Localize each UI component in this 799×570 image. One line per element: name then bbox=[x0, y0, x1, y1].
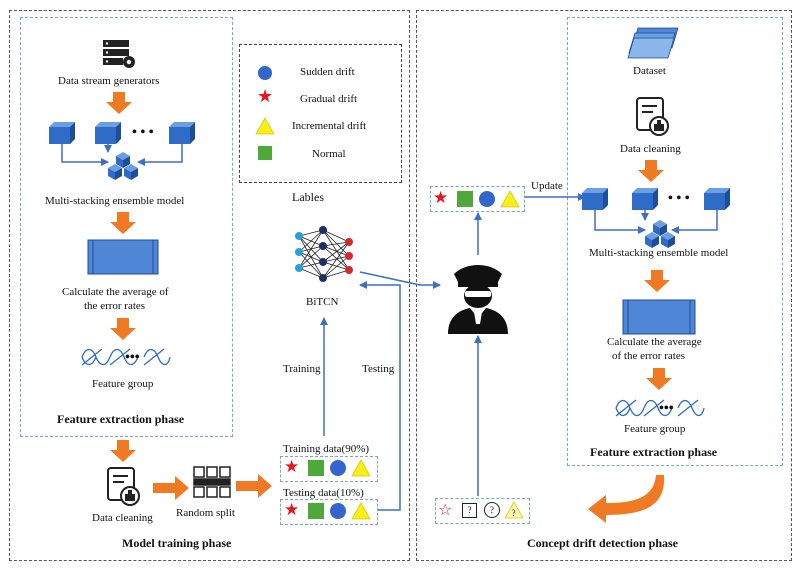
orange-arrow-1 bbox=[106, 92, 132, 114]
testing-circle-icon bbox=[330, 503, 346, 519]
model-training-phase-title: Model training phase bbox=[122, 536, 232, 550]
legend-star-icon: ★ bbox=[257, 86, 274, 107]
training-data-box bbox=[280, 456, 378, 482]
police-officer-icon bbox=[448, 265, 508, 334]
right-feature-group-label: Feature group bbox=[624, 423, 686, 435]
testing-label: Testing bbox=[362, 363, 395, 375]
random-split-label: Random split bbox=[176, 507, 235, 519]
output-circle-icon bbox=[479, 191, 495, 207]
bitcn-label: BiTCN bbox=[306, 296, 339, 308]
left-panel-frame bbox=[9, 10, 410, 561]
unknown-circle-icon: ? bbox=[484, 502, 500, 518]
legend-box bbox=[239, 44, 402, 183]
testing-data-label: Testing data(10%) bbox=[283, 487, 364, 499]
left-phase-title: Feature extraction phase bbox=[57, 412, 185, 426]
orange-arrow-4 bbox=[110, 440, 136, 462]
output-star-icon: ★ bbox=[433, 188, 449, 208]
right-error-rate-block bbox=[622, 299, 696, 335]
bitcn-to-police-arrow bbox=[359, 271, 441, 289]
dataset-label: Dataset bbox=[633, 65, 666, 77]
bitcn-network-icon bbox=[295, 226, 353, 282]
unknown-star-icon: ☆ bbox=[438, 500, 453, 519]
training-star-icon: ★ bbox=[284, 457, 300, 477]
testing-triangle-icon bbox=[351, 502, 371, 520]
dataset-stack-icon bbox=[627, 27, 679, 59]
unknown-square-icon: ? bbox=[462, 503, 477, 518]
right-panel-frame bbox=[416, 10, 792, 561]
svg-text:•••: ••• bbox=[125, 350, 140, 365]
right-cube-1-icon bbox=[582, 188, 608, 210]
left-cube-2-icon bbox=[95, 122, 121, 144]
right-avg-line1: Calculate the average bbox=[607, 336, 702, 348]
data-stream-generators-label: Data stream generators bbox=[58, 75, 160, 87]
svg-text:?: ? bbox=[512, 508, 516, 518]
right-phase-title: Feature extraction phase bbox=[590, 445, 718, 459]
left-data-cleaning-icon bbox=[107, 467, 140, 506]
right-ensemble-label: Multi-stacking ensemble model bbox=[589, 247, 729, 259]
right-cube-3-icon bbox=[704, 188, 730, 210]
left-data-cleaning-label: Data cleaning bbox=[92, 512, 153, 524]
legend-incremental-label: Incremental drift bbox=[292, 120, 367, 132]
right-feature-extraction-box bbox=[567, 17, 783, 466]
right-ellipsis: • • • bbox=[668, 191, 690, 206]
legend-circle-icon bbox=[258, 66, 272, 80]
orange-arrow-3 bbox=[110, 318, 136, 340]
output-square-icon bbox=[457, 191, 473, 207]
training-circle-icon bbox=[330, 460, 346, 476]
training-square-icon bbox=[308, 460, 324, 476]
output-triangle-icon bbox=[500, 190, 520, 208]
training-data-label: Training data(90%) bbox=[283, 443, 370, 455]
legend-normal-label: Normal bbox=[312, 148, 346, 160]
right-data-cleaning-icon bbox=[636, 97, 669, 136]
left-avg-line2: the error rates bbox=[84, 300, 146, 312]
svg-text:•••: ••• bbox=[659, 401, 674, 416]
left-ensemble-label: Multi-stacking ensemble model bbox=[45, 195, 185, 207]
testing-path bbox=[359, 281, 401, 511]
orange-curved-arrow bbox=[588, 475, 665, 523]
legend-square-icon bbox=[258, 146, 272, 160]
concept-drift-detection-title: Concept drift detection phase bbox=[527, 536, 678, 550]
left-error-rate-block bbox=[87, 239, 159, 275]
left-feature-extraction-box bbox=[20, 17, 233, 437]
orange-arrow-right-2 bbox=[644, 270, 670, 292]
legend-sudden-label: Sudden drift bbox=[300, 66, 355, 78]
training-triangle-icon bbox=[351, 459, 371, 477]
server-gear-icon bbox=[103, 40, 135, 68]
training-label: Training bbox=[283, 363, 321, 375]
orange-arrow-2 bbox=[110, 212, 136, 234]
left-avg-line1: Calculate the average of bbox=[62, 286, 169, 298]
testing-data-box bbox=[280, 499, 378, 525]
left-feature-group-icon: ••• bbox=[81, 348, 171, 366]
orange-right-arrow-1 bbox=[153, 476, 189, 500]
orange-right-arrow-2 bbox=[236, 474, 272, 498]
left-cube-3-icon bbox=[169, 122, 195, 144]
left-feature-group-label: Feature group bbox=[92, 378, 154, 390]
random-split-grid-icon bbox=[193, 466, 231, 498]
right-ensemble-cubes-icon bbox=[645, 220, 675, 248]
left-ellipsis: • • • bbox=[132, 125, 154, 140]
left-cube-1-icon bbox=[49, 122, 75, 144]
testing-square-icon bbox=[308, 503, 324, 519]
unknown-triangle-icon: ? bbox=[504, 501, 524, 519]
right-avg-line2: of the error rates bbox=[612, 350, 685, 362]
right-fan-lines bbox=[594, 208, 718, 234]
output-labels-box bbox=[430, 186, 525, 212]
orange-arrow-right-3 bbox=[646, 368, 672, 390]
update-label: Update bbox=[531, 180, 563, 192]
right-cube-2-icon bbox=[632, 188, 658, 210]
left-ensemble-cubes-icon bbox=[108, 152, 138, 180]
unknown-labels-box bbox=[435, 498, 530, 524]
legend-triangle-icon bbox=[255, 117, 275, 135]
labels-title: Lables bbox=[292, 190, 324, 204]
legend-gradual-label: Gradual drift bbox=[300, 93, 358, 105]
orange-arrow-right-1 bbox=[638, 160, 664, 182]
right-data-cleaning-label: Data cleaning bbox=[620, 143, 681, 155]
testing-star-icon: ★ bbox=[284, 500, 300, 520]
right-feature-group-icon: ••• bbox=[615, 399, 705, 417]
